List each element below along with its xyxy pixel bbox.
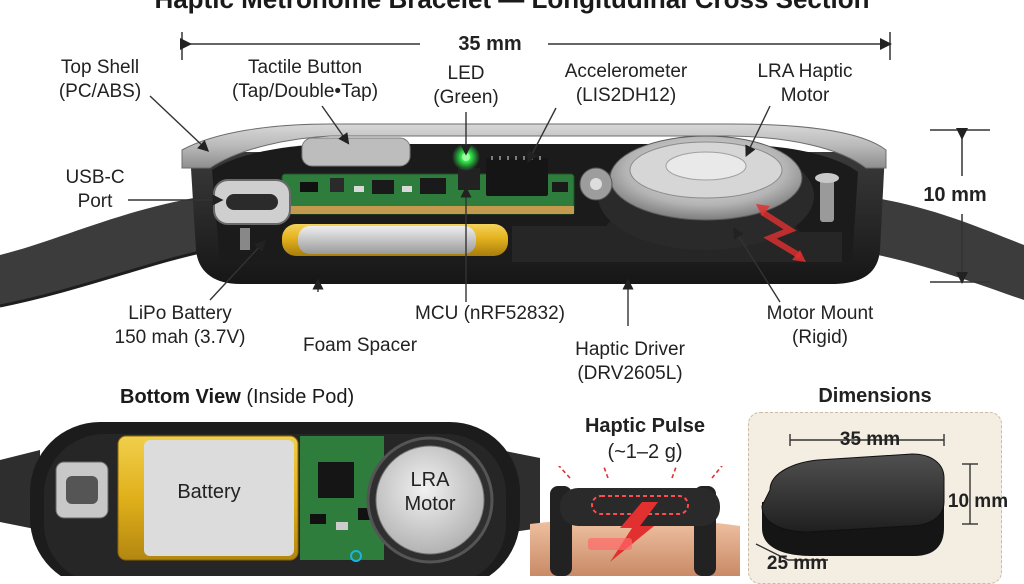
- bottom-view-diagram: [0, 422, 540, 576]
- usb-c-label: USB-C Port: [65, 167, 125, 212]
- haptic-pulse-illustration: [530, 466, 740, 576]
- length-dimension-label: 35 mm: [458, 33, 522, 55]
- dim-length-label: 35 mm: [839, 429, 901, 450]
- accelerometer-chip: [486, 158, 548, 196]
- spring-post: [820, 178, 834, 222]
- right-strap: [862, 196, 1024, 300]
- dimensions-title: Dimensions: [818, 385, 932, 407]
- diagram-title: Haptic Metronome Bracelet — Longitudinal…: [0, 0, 1024, 15]
- bottom-lra-motor: [375, 445, 485, 555]
- top-shell: [181, 123, 887, 169]
- lipo-battery-label: LiPo Battery 150 mah (3.7V): [114, 303, 246, 348]
- left-strap: [0, 196, 210, 306]
- pulse-ray: [671, 466, 678, 479]
- battery-screw: [240, 228, 250, 250]
- bottom-motor-label: LRA Motor: [404, 469, 456, 515]
- pulse-ray: [711, 466, 723, 479]
- smd-part: [300, 182, 318, 192]
- pulse-pod-glow: [591, 495, 689, 515]
- battery-can: [298, 226, 476, 254]
- smd-part: [552, 182, 568, 192]
- bottom-view-title: Bottom View (Inside Pod): [120, 386, 355, 408]
- vibration-arrow-icon: [760, 209, 802, 259]
- vibration-arrow-icon: [756, 204, 770, 216]
- led-label: LED (Green): [433, 63, 499, 108]
- bottom-mcu-chip: [318, 462, 354, 498]
- dim-height-label: 10 mm: [947, 491, 1009, 512]
- foam-spacer-label: Foam Spacer: [302, 335, 418, 356]
- pulse-ray: [558, 466, 571, 479]
- tactile-button-label: Tactile Button (Tap/Double•Tap): [231, 57, 379, 102]
- mcu-chip: [458, 168, 480, 190]
- haptic-driver-label: Haptic Driver (DRV2605L): [575, 339, 685, 384]
- pulse-skin-mark: [588, 538, 632, 550]
- bottom-usb-opening: [66, 476, 98, 504]
- bottom-smd-part: [310, 514, 326, 524]
- vibration-arrow-icon: [792, 250, 806, 262]
- smd-part: [402, 186, 412, 192]
- accelerometer-label: Accelerometer (LIS2DH12): [564, 61, 688, 106]
- pulse-ray: [602, 466, 609, 479]
- smd-part: [372, 180, 394, 194]
- dimensions-illustration: [755, 434, 978, 561]
- tactile-button[interactable]: [301, 137, 411, 167]
- lra-motor-cap: [665, 151, 747, 181]
- bottom-motor-connector: [350, 550, 362, 562]
- lra-motor-label: LRA Haptic Motor: [757, 61, 853, 106]
- bottom-battery-face: [144, 440, 294, 556]
- mcu-label: MCU (nRF52832): [415, 303, 565, 324]
- haptic-pulse-title: Haptic Pulse: [584, 415, 706, 437]
- haptic-pulse-subtitle: (~1–2 g): [607, 441, 683, 463]
- smd-part: [330, 178, 344, 192]
- bottom-battery-label: Battery: [177, 481, 241, 503]
- cross-section-diagram: [0, 32, 1024, 326]
- motor-mount-label: Motor Mount (Rigid): [766, 303, 874, 348]
- top-shell-label: Top Shell (PC/ABS): [58, 57, 142, 102]
- left-strap-edge: [0, 248, 211, 308]
- smd-part: [354, 186, 364, 192]
- smd-part: [420, 178, 446, 194]
- dim-pod-top: [761, 453, 945, 533]
- bottom-smd-part: [336, 522, 348, 530]
- pcb-edge: [282, 206, 574, 214]
- motor-hinge-pin: [590, 178, 602, 190]
- spring-post-cap: [815, 173, 839, 183]
- led: [462, 153, 470, 161]
- dim-width-label: 25 mm: [766, 553, 828, 574]
- height-dimension-label: 10 mm: [923, 184, 987, 206]
- usb-c-opening: [226, 194, 278, 210]
- wrist-arm: [530, 518, 740, 576]
